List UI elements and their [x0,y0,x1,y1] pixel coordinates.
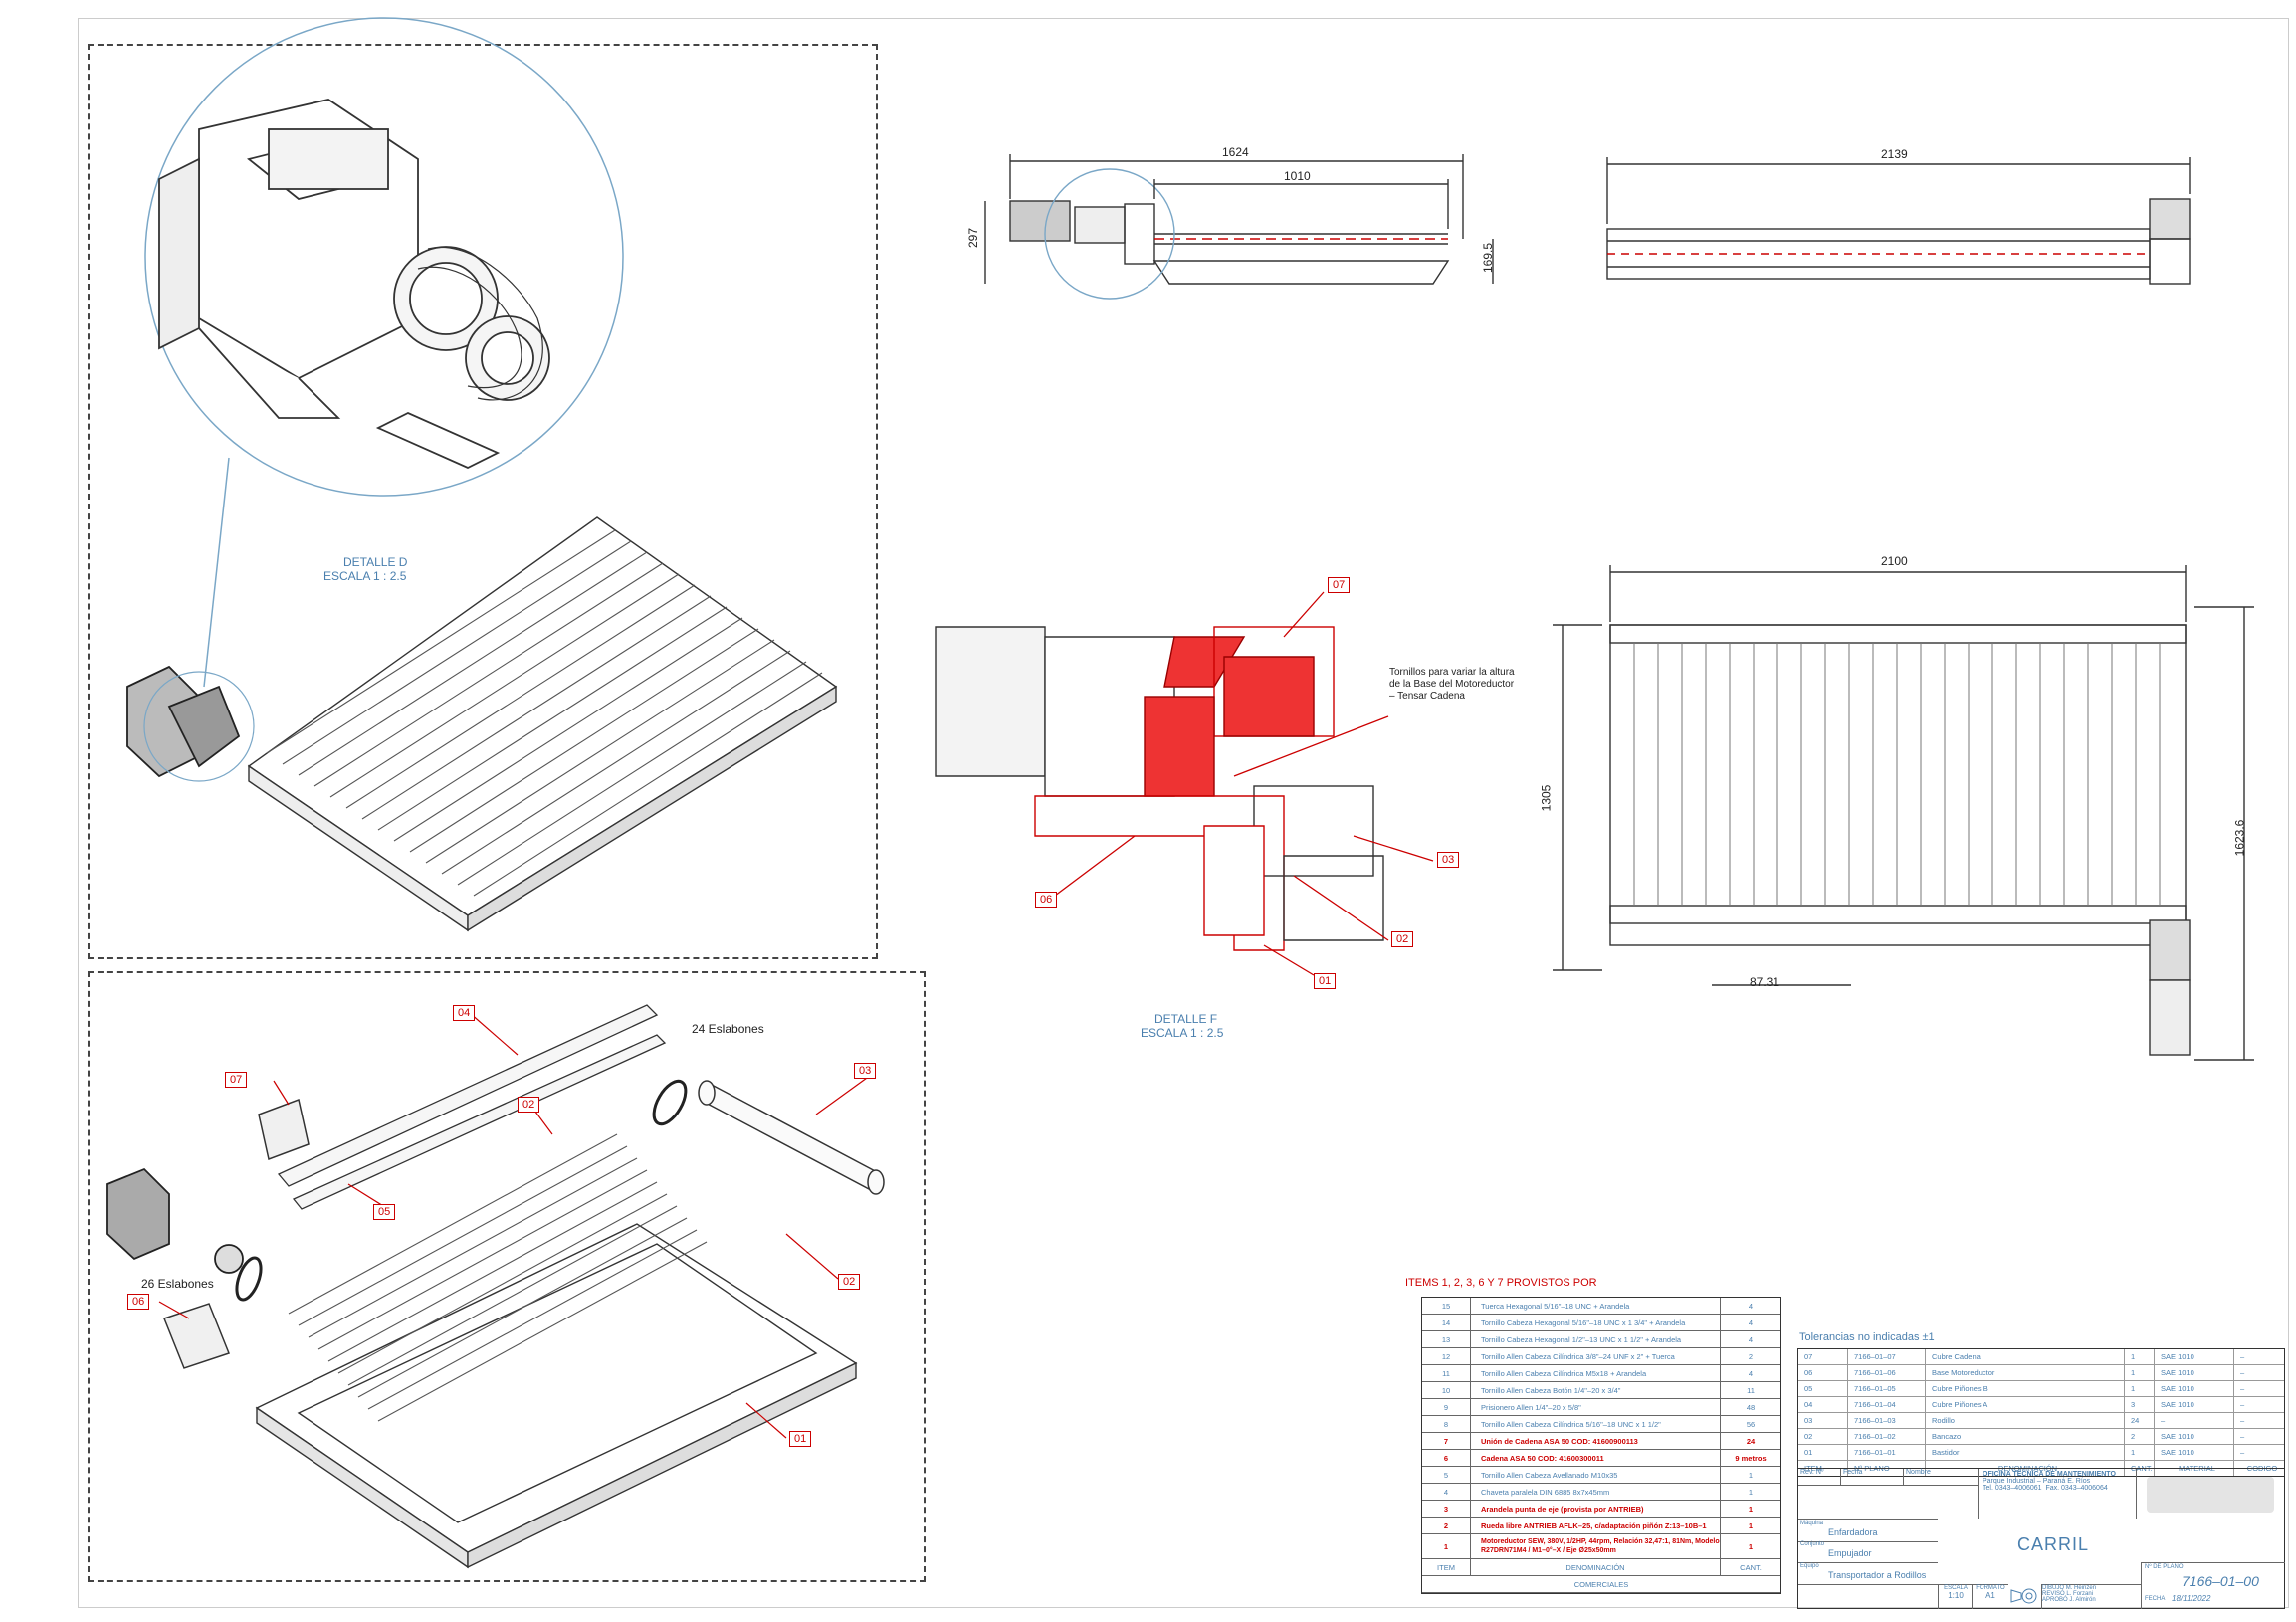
office-block: OFICINA TÉCNICA DE MANTENIMIENTO Parque … [1978,1469,2137,1519]
dim-plan-width2: 1623.6 [2232,819,2247,857]
dim-plan-length: 2100 [1881,554,1908,568]
plan-view [1553,565,2254,1061]
detail-f-leaders [1054,591,1434,976]
exploded-leaders [158,1012,875,1439]
side-view [984,154,1494,300]
detail-d-scale: ESCALA 1 : 2.5 [323,569,407,583]
callout-03: 03 [854,1063,877,1079]
conjunto-row: Conjunto Empujador [1798,1540,1938,1563]
callout-06-f: 06 [1035,892,1058,908]
exploded-base [163,1303,230,1369]
callout-07: 07 [225,1072,248,1088]
dim-side-inner: 1010 [1284,169,1311,183]
label-24-eslabones: 24 Eslabones [692,1022,764,1036]
detail-f-title: DETALLE F [1154,1012,1218,1026]
equipo-row: Equipo Transportador a Rodillos [1798,1562,1938,1585]
logo-placeholder [2147,1477,2274,1513]
dim-side-height: 297 [966,227,981,249]
detail-f [935,626,1384,951]
callout-02b: 02 [838,1274,861,1290]
exploded-chain-cover [258,1098,310,1161]
signatures: DIBUJO M. Heinzen REVISÓ L. Forzani APRO… [2041,1584,2142,1609]
iso-rollers [266,529,823,897]
frame-isometric [88,44,878,959]
sheet-border [78,18,2289,1608]
callout-03-f: 03 [1437,852,1460,868]
callout-07-f: 07 [1328,577,1351,593]
callout-06: 06 [127,1294,150,1310]
iso-motor [126,665,241,778]
rev-header: Rev. Nº Fecha Nombre [1798,1469,1978,1486]
drawing-title: CARRIL [2017,1534,2090,1554]
callout-05: 05 [373,1204,396,1220]
detail-d-marker [143,671,255,782]
callout-01-f: 01 [1314,973,1337,989]
dim-top-length: 2139 [1881,147,1908,161]
dim-plan-width: 1305 [1539,784,1554,812]
detail-d-chain [417,246,543,401]
dim-side-height2: 169.5 [1481,242,1496,274]
detail-d-title: DETALLE D [343,555,408,569]
table-footer: COMERCIALES [1422,1576,1780,1593]
projection-icon [2009,1586,2039,1606]
detail-d-circle [144,17,624,688]
items-header: ITEMS 1, 2, 3, 6 Y 7 PROVISTOS POR [1405,1277,1597,1289]
plan-rollers [1633,643,2161,906]
exploded-rollers [288,1133,708,1422]
iso-conveyor [247,516,838,932]
exploded-frame [255,1223,858,1569]
callout-02-f: 02 [1391,931,1414,947]
exploded-roller [698,1080,885,1195]
maquina-row: Máquina Enfardadora [1798,1519,1938,1542]
label-26-eslabones: 26 Eslabones [141,1277,214,1291]
callout-04: 04 [453,1005,476,1021]
frame-exploded [88,971,926,1582]
callout-02: 02 [518,1097,540,1113]
callout-01: 01 [789,1431,812,1447]
detail-d-gearbox [158,99,550,469]
exploded-chain-loop [235,1079,688,1302]
plano-cell: Nº DE PLANO 7166–01–00 FECHA 18/11/2022 [2141,1562,2285,1609]
top-view [1606,157,2191,285]
detail-f-note: Tornillos para variar la altura de la Ba… [1389,667,1515,702]
dim-side-total: 1624 [1222,145,1249,159]
exploded-cover-rail [277,1004,667,1210]
detail-f-scale: ESCALA 1 : 2.5 [1141,1026,1224,1040]
dim-plan-offset: 87.31 [1750,975,1780,989]
exploded-motor [106,1167,244,1274]
tolerances-note: Tolerancias no indicadas ±1 [1799,1331,1935,1343]
title-block: Rev. Nº Fecha Nombre OFICINA TÉCNICA DE … [1797,1468,2285,1609]
